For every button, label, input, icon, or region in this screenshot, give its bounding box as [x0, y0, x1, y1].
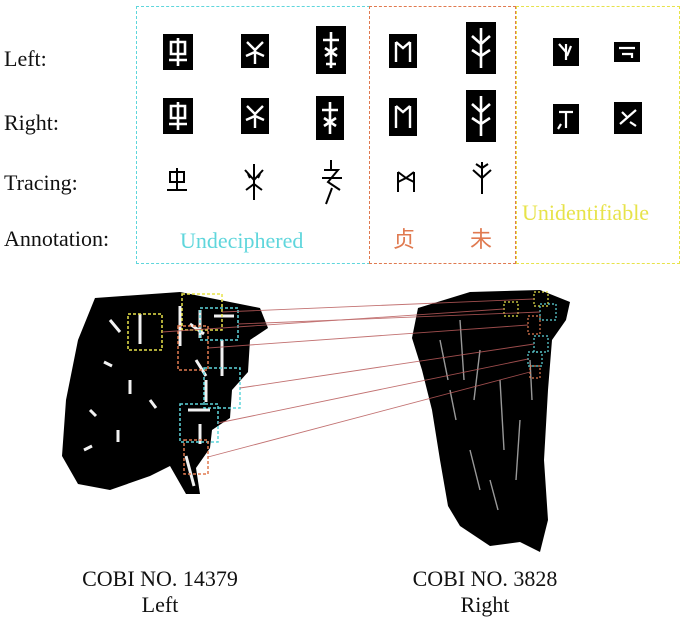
- right-caption-side: Right: [460, 592, 510, 618]
- row-label-annotation: Annotation:: [4, 226, 110, 251]
- right-crop-4: [389, 98, 417, 136]
- left-crop-2: [241, 34, 269, 68]
- deciphered-label-wei: 未: [470, 228, 493, 253]
- deciphered-group-box: [369, 6, 516, 264]
- left-crop-1: [163, 34, 193, 70]
- row-label-tracing: Tracing:: [4, 170, 78, 195]
- left-crop-7: [614, 42, 640, 62]
- undeciphered-label: Undeciphered: [180, 228, 304, 253]
- connector-lines: [161, 298, 541, 458]
- left-caption-side: Left: [141, 592, 179, 618]
- tracing-glyph-2: [240, 160, 268, 204]
- right-crop-3: [316, 96, 344, 140]
- deciphered-label-zhen: 贞: [393, 228, 416, 253]
- row-label-right: Right:: [4, 110, 60, 135]
- tracing-glyph-4: [394, 166, 418, 194]
- left-caption-id: COBI NO. 14379: [82, 566, 238, 591]
- left-crop-4: [389, 34, 417, 68]
- unidentifiable-label: Unidentifiable: [522, 200, 650, 225]
- row-label-left: Left:: [4, 46, 47, 71]
- tracing-glyph-3: [316, 158, 346, 208]
- right-rubbing-image: [412, 290, 570, 552]
- right-caption: COBI NO. 3828 Right: [375, 566, 595, 619]
- right-caption-id: COBI NO. 3828: [412, 566, 558, 591]
- right-crop-6: [553, 104, 579, 134]
- tracing-glyph-1: [162, 166, 194, 196]
- left-caption: COBI NO. 14379 Left: [50, 566, 270, 619]
- tracing-glyph-5: [470, 160, 494, 196]
- unidentifiable-group-box: [516, 6, 680, 264]
- left-rubbing-image: [62, 292, 268, 494]
- left-crop-5: [466, 22, 496, 74]
- right-crop-1: [163, 98, 193, 134]
- right-crop-2: [241, 98, 269, 134]
- left-crop-3: [316, 26, 346, 74]
- rubbings-diagram: [62, 290, 570, 552]
- right-crop-7: [614, 102, 642, 134]
- left-crop-6: [553, 38, 579, 66]
- right-crop-5: [466, 90, 496, 142]
